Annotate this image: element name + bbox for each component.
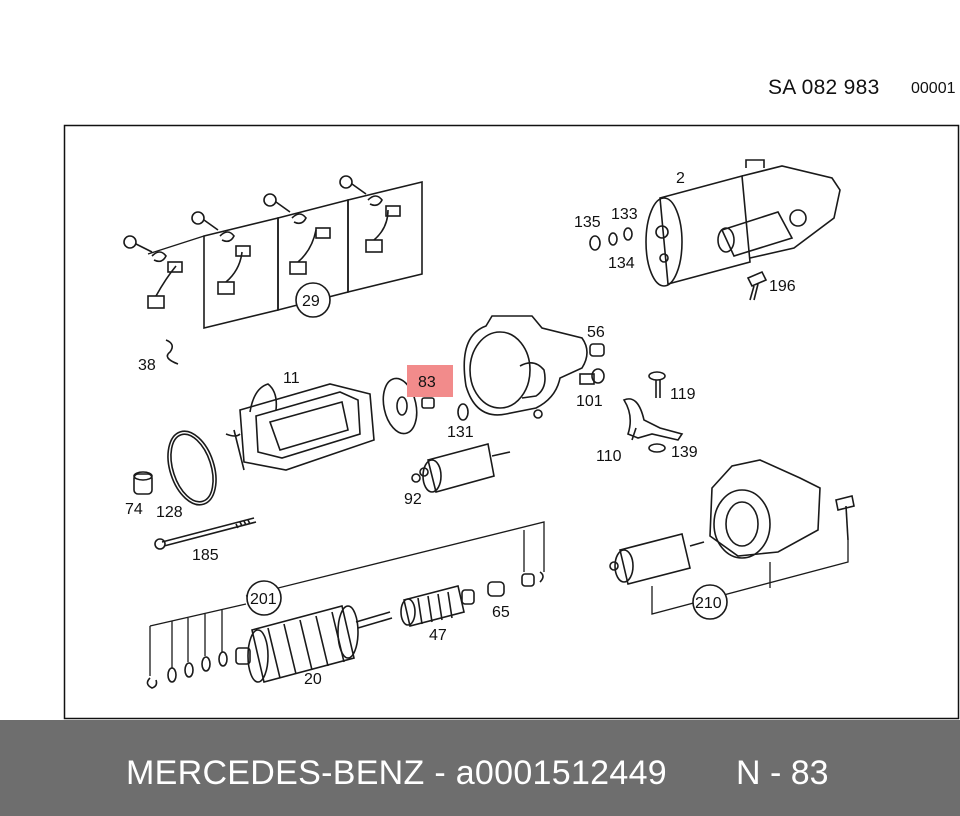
bushing-56-drawing xyxy=(589,343,605,357)
washer-139-drawing xyxy=(648,443,666,453)
callout-119: 119 xyxy=(670,386,696,403)
callout-128: 128 xyxy=(156,504,183,521)
bushing-65-drawing xyxy=(487,581,505,597)
footer-bar: MERCEDES-BENZ - a0001512449 N - 83 xyxy=(0,720,960,816)
callout-201: 201 xyxy=(250,591,277,608)
brush-set-drawing xyxy=(123,175,423,330)
callout-20: 20 xyxy=(304,671,322,688)
footer-brand-part-number: MERCEDES-BENZ - a0001512449 xyxy=(126,754,668,792)
pinion-drawing xyxy=(400,585,475,627)
through-bolt-drawing xyxy=(154,517,257,550)
kit-201-small-parts xyxy=(521,571,544,587)
callout-101: 101 xyxy=(576,393,603,410)
callout-139: 139 xyxy=(671,444,698,461)
callout-196: 196 xyxy=(769,278,796,295)
drive-end-housing-drawing xyxy=(463,315,588,419)
sealing-ring-drawing xyxy=(167,430,217,506)
diagram-frame xyxy=(63,124,960,720)
callout-29: 29 xyxy=(302,293,320,310)
callout-47: 47 xyxy=(429,627,447,644)
field-coil-drawing xyxy=(225,383,375,471)
screw-119-drawing xyxy=(648,371,666,398)
diagram-code: SA 082 983 xyxy=(768,76,880,99)
footer-position-reference: N - 83 xyxy=(736,754,829,792)
shift-lever-drawing xyxy=(622,398,684,441)
callout-56: 56 xyxy=(587,324,605,341)
sheet-number: 00001 xyxy=(911,80,956,97)
bolt-101-drawing xyxy=(579,368,605,385)
callout-circle-29 xyxy=(295,282,331,318)
solenoid-switch-drawing xyxy=(411,443,511,493)
callout-92: 92 xyxy=(404,491,422,508)
callout-74: 74 xyxy=(125,501,143,518)
callout-circle-210 xyxy=(692,584,728,620)
kit-210-drawing xyxy=(609,459,855,615)
callout-110: 110 xyxy=(596,448,622,465)
callout-131: 131 xyxy=(447,424,474,441)
clip-drawing xyxy=(165,339,179,365)
washer-set-drawing xyxy=(146,603,247,689)
bushing-drawing xyxy=(133,471,153,495)
exploded-parts-diagram: 2 135 133 134 196 29 38 11 83 131 56 101… xyxy=(63,124,960,720)
leader-201 xyxy=(245,521,545,597)
washers-drawing xyxy=(589,227,633,251)
callout-133: 133 xyxy=(611,206,638,223)
callout-38: 38 xyxy=(138,357,156,374)
callout-135: 135 xyxy=(574,214,601,231)
callout-83: 83 xyxy=(418,374,436,391)
highlight-box-83 xyxy=(407,365,453,397)
armature-drawing xyxy=(235,605,393,683)
ring-131-drawing xyxy=(457,403,469,421)
callout-circle-201 xyxy=(246,580,282,616)
callout-11: 11 xyxy=(283,370,300,387)
callout-65: 65 xyxy=(492,604,510,621)
washer-drawing xyxy=(382,377,435,435)
callout-134: 134 xyxy=(608,255,635,272)
complete-starter-drawing xyxy=(645,159,841,287)
callout-210: 210 xyxy=(695,595,722,612)
callout-2: 2 xyxy=(676,170,685,187)
callout-185: 185 xyxy=(192,547,219,564)
bolt-196-drawing xyxy=(746,270,768,301)
